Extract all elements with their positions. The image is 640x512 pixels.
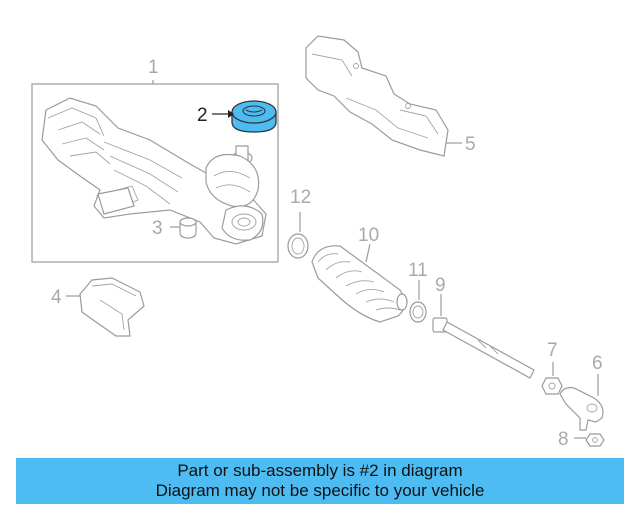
caption-line-1: Part or sub-assembly is #2 in diagram — [177, 461, 463, 480]
callout-5[interactable]: 5 — [465, 134, 476, 155]
callout-11[interactable]: 11 — [408, 260, 428, 281]
part-2-mount-bushing[interactable] — [231, 100, 277, 133]
part-11-clamp — [409, 301, 427, 323]
callout-3[interactable]: 3 — [152, 218, 163, 239]
part-6-tie-rod-end — [559, 387, 604, 431]
caption-line-2: Diagram may not be specific to your vehi… — [155, 481, 485, 500]
part-3-bushing — [179, 217, 197, 239]
part-4-shield — [79, 277, 145, 337]
part-5-bracket — [305, 35, 449, 157]
callout-8[interactable]: 8 — [558, 429, 569, 450]
callout-7[interactable]: 7 — [547, 340, 558, 361]
callout-10[interactable]: 10 — [358, 225, 379, 246]
callout-6[interactable]: 6 — [592, 353, 603, 374]
callout-12[interactable]: 12 — [290, 187, 311, 208]
leader-line-10 — [365, 243, 371, 263]
caption-bar: Part or sub-assembly is #2 in diagram Di… — [16, 458, 624, 504]
caption-bar-background — [16, 458, 624, 504]
part-8-nut — [585, 433, 605, 447]
callout-1[interactable]: 1 — [148, 57, 159, 78]
part-7-nut — [541, 377, 563, 395]
steering-rack — [41, 97, 267, 245]
callout-2[interactable]: 2 — [197, 105, 208, 126]
part-12-clamp — [287, 233, 309, 259]
callout-9[interactable]: 9 — [435, 275, 446, 296]
arrow-2-icon — [228, 110, 234, 118]
part-10-boot — [311, 245, 408, 323]
part-9-tie-rod — [432, 317, 535, 379]
callout-4[interactable]: 4 — [51, 287, 62, 308]
